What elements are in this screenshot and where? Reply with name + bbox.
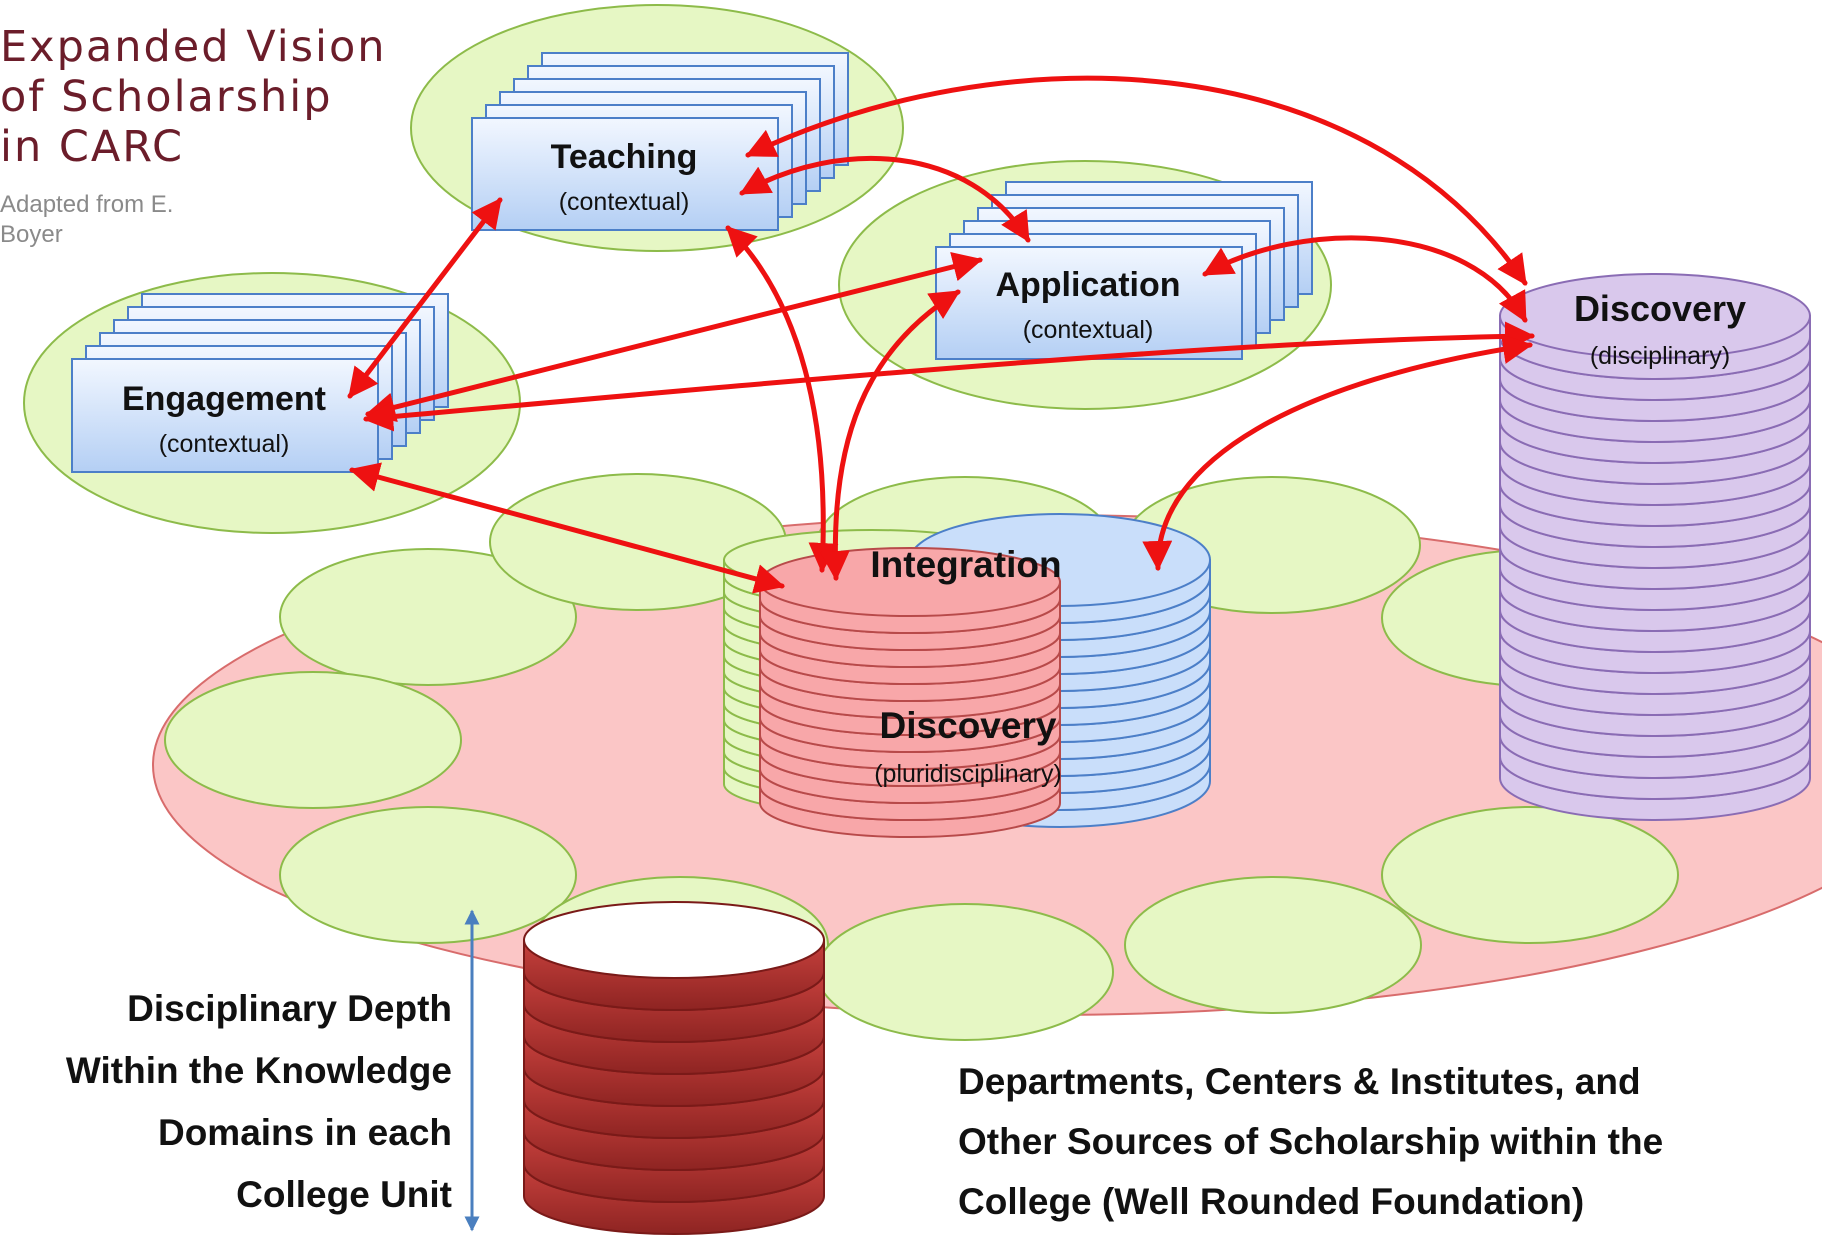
pluridisciplinary-cylinder-stack bbox=[759, 547, 1061, 838]
attribution-line: Adapted from E. bbox=[0, 191, 174, 218]
depth-cylinder-stack bbox=[523, 901, 825, 1235]
depth-label-line: Disciplinary Depth bbox=[127, 988, 452, 1029]
attribution-line: Boyer bbox=[0, 221, 63, 248]
discovery-disciplinary-label: Discovery bbox=[1574, 288, 1746, 329]
application-label: Application bbox=[995, 266, 1180, 304]
arrow-teaching-discovery bbox=[745, 75, 1528, 286]
title-line: in CARC bbox=[0, 122, 185, 172]
depth-label-line: Domains in each bbox=[157, 1112, 452, 1153]
teaching-front-card bbox=[471, 117, 779, 231]
depth-label-line: Within the Knowledge bbox=[65, 1050, 452, 1091]
arrow-teaching-application bbox=[739, 155, 1031, 243]
unit-ellipse bbox=[1124, 876, 1422, 1014]
foundation-label-line: Other Sources of Scholarship within the bbox=[958, 1121, 1664, 1162]
unit-ellipse bbox=[816, 903, 1114, 1041]
title-line: of Scholarship bbox=[0, 72, 333, 122]
attribution-note: Adapted from E. Boyer bbox=[0, 190, 240, 250]
title-line: Expanded Vision bbox=[0, 22, 387, 72]
arrow-discovery-integration bbox=[1142, 334, 1533, 571]
relationship-arrows bbox=[347, 75, 1535, 594]
unit-ellipse bbox=[279, 806, 577, 944]
unit-ellipse bbox=[1381, 806, 1679, 944]
unit-ellipse bbox=[164, 671, 462, 809]
application-note: (contextual) bbox=[1023, 316, 1154, 344]
teaching-note: (contextual) bbox=[559, 188, 690, 216]
foundation-label: Departments, Centers & Institutes, and O… bbox=[958, 1052, 1818, 1232]
dark-red-cylinder-disk-top bbox=[523, 901, 825, 979]
integration-label: Integration bbox=[870, 544, 1061, 585]
arrow-application-discovery bbox=[1202, 235, 1528, 323]
engagement-note: (contextual) bbox=[159, 430, 290, 458]
foundation-label-line: College (Well Rounded Foundation) bbox=[958, 1181, 1585, 1222]
teaching-label: Teaching bbox=[551, 138, 698, 176]
arrow-engagement-pluri bbox=[349, 462, 785, 594]
foundation-label-line: Departments, Centers & Institutes, and bbox=[958, 1061, 1641, 1102]
discovery-pluri-label: Discovery bbox=[880, 705, 1057, 746]
engagement-front-card bbox=[71, 358, 379, 473]
depth-label: Disciplinary Depth Within the Knowledge … bbox=[20, 978, 452, 1226]
depth-label-line: College Unit bbox=[236, 1174, 452, 1215]
engagement-label: Engagement bbox=[122, 380, 326, 418]
discovery-pluri-note: (pluridisciplinary) bbox=[874, 760, 1062, 788]
discovery-disciplinary-note: (disciplinary) bbox=[1590, 342, 1730, 370]
page-title: Expanded Vision of Scholarship in CARC bbox=[0, 22, 460, 172]
disciplinary-cylinder-stack bbox=[1499, 273, 1811, 821]
